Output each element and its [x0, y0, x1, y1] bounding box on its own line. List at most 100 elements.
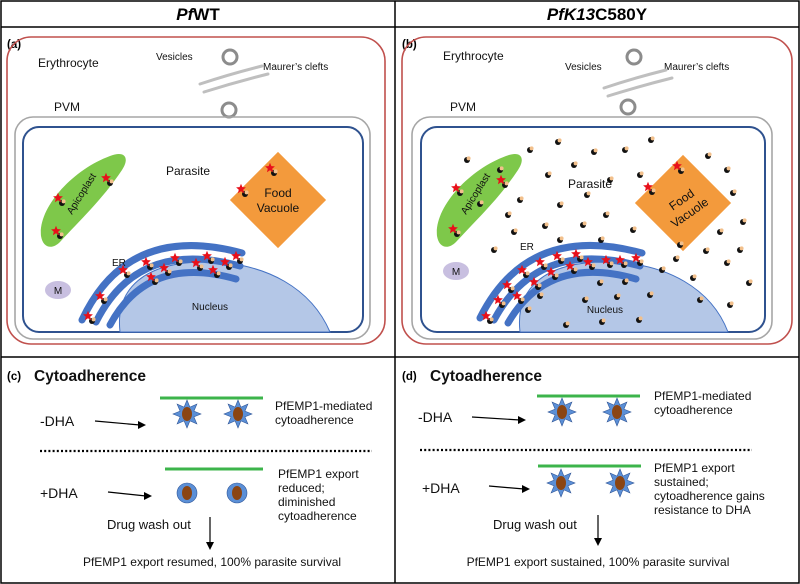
plus-note: sustained;: [654, 475, 709, 489]
smooth-infected-rbc: [176, 482, 198, 504]
protein-dot-halo: [616, 293, 621, 298]
parasite-core: [233, 407, 243, 421]
protein-dot-halo: [573, 161, 578, 166]
protein-dot-halo: [593, 148, 598, 153]
plus-note: resistance to DHA: [654, 503, 751, 517]
star-marker: [220, 256, 230, 267]
parasite-core: [557, 405, 567, 419]
protein-dot-halo: [520, 297, 525, 302]
protein-dot-halo: [499, 166, 504, 171]
protein-dot-halo: [493, 246, 498, 251]
protein-dot-halo: [544, 222, 549, 227]
vesicle-pvm: [619, 98, 637, 116]
header-mutant: PfK13C580Y: [547, 5, 648, 24]
erythrocyte-label: Erythrocyte: [38, 56, 99, 70]
protein-dot-halo: [739, 246, 744, 251]
knob-infected-rbc: [223, 399, 253, 429]
arrowhead: [138, 421, 146, 429]
protein-dot-halo: [651, 188, 656, 193]
star-marker: [53, 192, 63, 203]
protein-dot-halo: [539, 292, 544, 297]
protein-dot-halo: [501, 301, 506, 306]
protein-dot-halo: [624, 278, 629, 283]
protein-dot-halo: [560, 257, 565, 262]
er-membrane: [490, 255, 644, 324]
food-vacuole-label-2: Vacuole: [257, 201, 300, 215]
plus-note: diminished: [278, 495, 335, 509]
er-membrane: [504, 268, 640, 327]
protein-dot-halo: [639, 171, 644, 176]
vesicle-top: [221, 48, 239, 66]
protein-dot-halo: [273, 169, 278, 174]
star-marker: [631, 252, 641, 263]
food-vacuole: [634, 154, 732, 252]
protein-dot-halo: [109, 179, 114, 184]
protein-dot-halo: [699, 296, 704, 301]
star-marker: [265, 162, 275, 173]
protein-dot-halo: [507, 211, 512, 216]
er-membrane: [78, 242, 246, 324]
protein-dot-halo: [529, 146, 534, 151]
protein-dot-halo: [513, 228, 518, 233]
er-membrane: [476, 241, 646, 322]
parasite-label: Parasite: [166, 164, 210, 178]
vesicles-label: Vesicles: [565, 62, 602, 73]
protein-dot-halo: [210, 257, 215, 262]
mitochondrion: [45, 281, 71, 299]
knob-infected-rbc: [547, 397, 577, 427]
star-marker: [95, 290, 105, 301]
nucleus-label: Nucleus: [192, 302, 228, 313]
star-marker: [565, 260, 575, 271]
protein-dot-halo: [705, 247, 710, 252]
erythrocyte-label: Erythrocyte: [443, 49, 504, 63]
parasite-core: [556, 476, 566, 490]
plus-note: PfEMP1 export: [278, 467, 359, 481]
panel-c-title: Cytoadherence: [34, 368, 146, 385]
protein-dot-halo: [748, 279, 753, 284]
star-marker: [517, 264, 527, 275]
apicoplast: [436, 153, 522, 247]
arrowhead: [206, 542, 214, 550]
protein-dot-halo: [638, 316, 643, 321]
star-marker: [481, 310, 491, 321]
star-marker: [643, 181, 653, 192]
maurers-cleft: [606, 76, 674, 98]
star-marker: [118, 264, 128, 275]
star-marker: [496, 174, 506, 185]
arrowhead: [594, 538, 602, 546]
knob-infected-rbc: [546, 468, 576, 498]
star-marker: [493, 294, 503, 305]
protein-dot-halo: [149, 263, 154, 268]
protein-dot-halo: [479, 200, 484, 205]
protein-dot-halo: [103, 297, 108, 302]
protein-dot-halo: [680, 167, 685, 172]
plus-note: reduced;: [278, 481, 325, 495]
star-marker: [231, 250, 241, 261]
parasite-label: Parasite: [568, 177, 612, 191]
panel-d-title: Cytoadherence: [430, 368, 542, 385]
protein-dot-halo: [600, 236, 605, 241]
parasite-core: [182, 407, 192, 421]
protein-dot-halo: [573, 267, 578, 272]
nucleus-label: Nucleus: [587, 305, 623, 316]
panel-d-label: (d): [402, 371, 417, 383]
protein-dot-halo: [601, 318, 606, 323]
protein-dot-halo: [527, 306, 532, 311]
mitochondrion: [443, 262, 469, 280]
protein-dot-halo: [624, 146, 629, 151]
protein-dot-halo: [650, 136, 655, 141]
star-marker: [601, 254, 611, 265]
header-wt: PfWT: [176, 5, 220, 24]
plus-dha-label: +DHA: [40, 485, 78, 501]
protein-dot-halo: [559, 236, 564, 241]
protein-dot-halo: [456, 230, 461, 235]
panel-c-label: (c): [7, 371, 21, 383]
protein-dot-halo: [167, 269, 172, 274]
protein-dot-halo: [591, 263, 596, 268]
protein-dot-halo: [504, 181, 509, 186]
minus-note: cytoadherence: [275, 413, 354, 427]
protein-dot-halo: [679, 241, 684, 246]
star-marker: [529, 276, 539, 287]
panel-b: (b) Erythrocyte Vesicles Maurer’s clefts…: [401, 36, 793, 345]
